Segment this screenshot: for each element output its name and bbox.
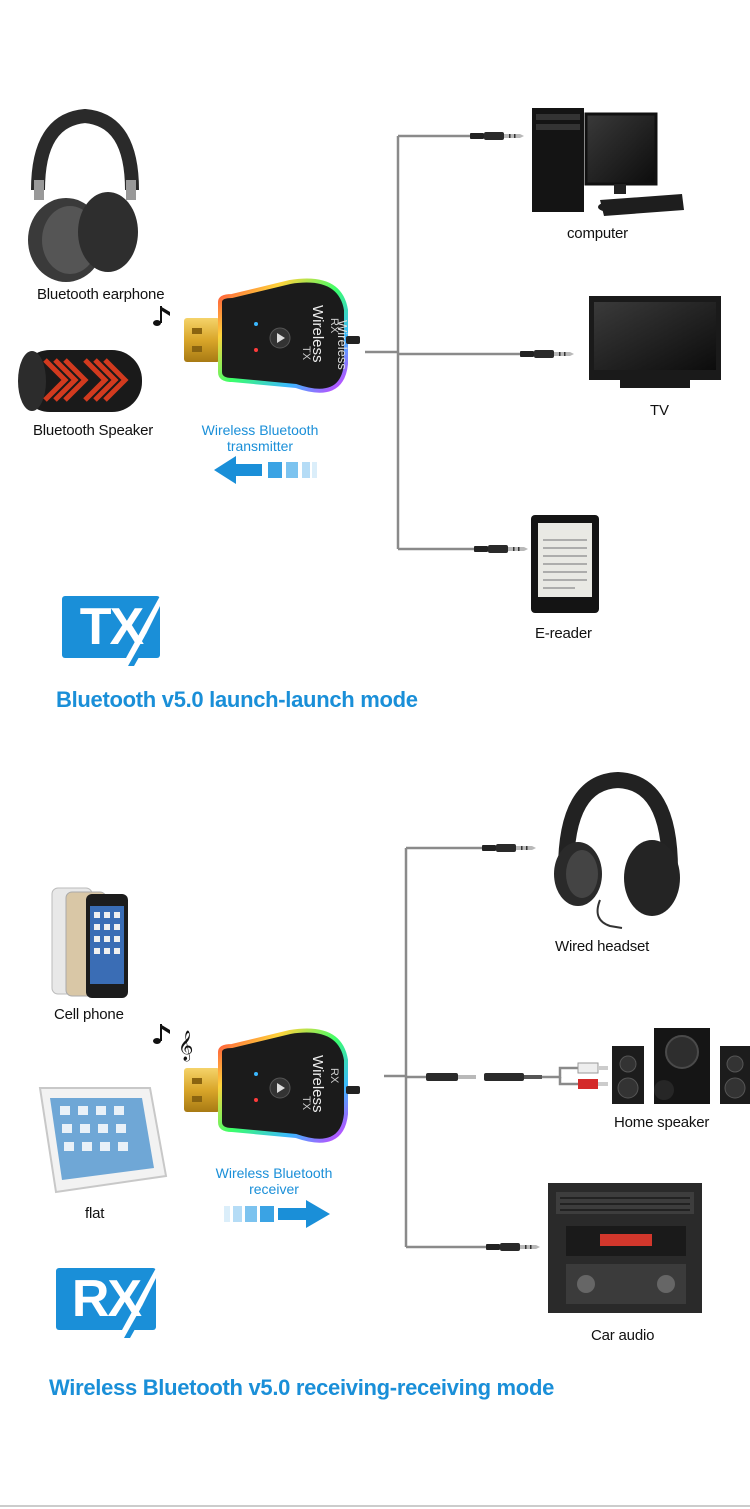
music-note-icon: [153, 1024, 170, 1044]
music-note-icon: [153, 306, 170, 326]
home-speaker-icon: [612, 1028, 750, 1104]
rx-dongle: [182, 1028, 362, 1143]
car-audio-icon: [548, 1183, 702, 1313]
tx-jack-tv: [520, 350, 574, 358]
rx-jack-car: [486, 1243, 540, 1251]
rx-badge-text: RX: [71, 1270, 142, 1328]
device-label-phone: Cell phone: [54, 1006, 124, 1023]
tx-badge: TX: [62, 594, 162, 670]
rx-badge: RX: [56, 1266, 158, 1342]
rx-dongle-rx-mark: RX: [328, 1068, 340, 1084]
tx-badge-shape: [62, 596, 160, 666]
rx-direction-line1: Wireless Bluetooth: [215, 1165, 333, 1181]
phones-icon: [51, 887, 128, 998]
svg-text:𝄞: 𝄞: [178, 1030, 193, 1062]
rx-jack-home-speaker: [426, 1073, 542, 1081]
device-label-home-speaker: Home speaker: [614, 1114, 710, 1131]
rx-badge-shape: [56, 1268, 156, 1338]
wired-headset-icon: [554, 771, 680, 929]
device-label-tablet: flat: [85, 1205, 105, 1222]
rx-direction-line2: receiver: [249, 1181, 299, 1197]
headphones-icon: [28, 108, 139, 282]
ereader-icon: [531, 515, 599, 613]
speaker-icon: [18, 350, 142, 412]
tv-icon: [589, 296, 721, 388]
device-label-computer: computer: [567, 225, 628, 242]
tx-direction-line2: transmitter: [226, 438, 294, 454]
tx-jack-ereader: [474, 545, 528, 553]
computer-icon: [532, 108, 684, 216]
tablet-icon: [38, 1087, 168, 1194]
tx-direction-line1: Wireless Bluetooth: [201, 422, 319, 438]
device-label-headphones: Bluetooth earphone: [37, 286, 165, 303]
rx-jack-headset: [482, 844, 536, 852]
rx-cable-tree: [384, 846, 578, 1249]
rca-plugs-icon: [577, 1062, 608, 1089]
device-label-tv: TV: [650, 402, 669, 419]
arrow-left-icon: [214, 456, 317, 484]
rx-dongle-tx-mark: TX: [300, 1096, 312, 1111]
treble-clef-icon: 𝄞: [178, 1030, 193, 1062]
device-label-car-audio: Car audio: [591, 1327, 655, 1344]
rx-mode-title: Wireless Bluetooth v5.0 receiving-receiv…: [49, 1375, 555, 1400]
device-label-wired-headset: Wired headset: [555, 938, 650, 955]
device-label-speaker: Bluetooth Speaker: [33, 422, 154, 439]
tx-direction-label: Wireless Bluetooth transmitter: [190, 422, 330, 454]
tx-jack-computer: [470, 132, 524, 140]
tx-cable-tree: [365, 134, 520, 551]
tx-mode-title: Bluetooth v5.0 launch-launch mode: [56, 687, 418, 712]
arrow-right-icon: [224, 1200, 330, 1228]
tx-badge-text: TX: [79, 598, 144, 656]
tx-dongle-tx-mark: TX: [300, 346, 312, 361]
device-label-ereader: E-reader: [535, 625, 592, 642]
rx-direction-label: Wireless Bluetooth receiver: [204, 1165, 344, 1197]
tx-dongle-rx-mark: RX: [328, 318, 340, 334]
